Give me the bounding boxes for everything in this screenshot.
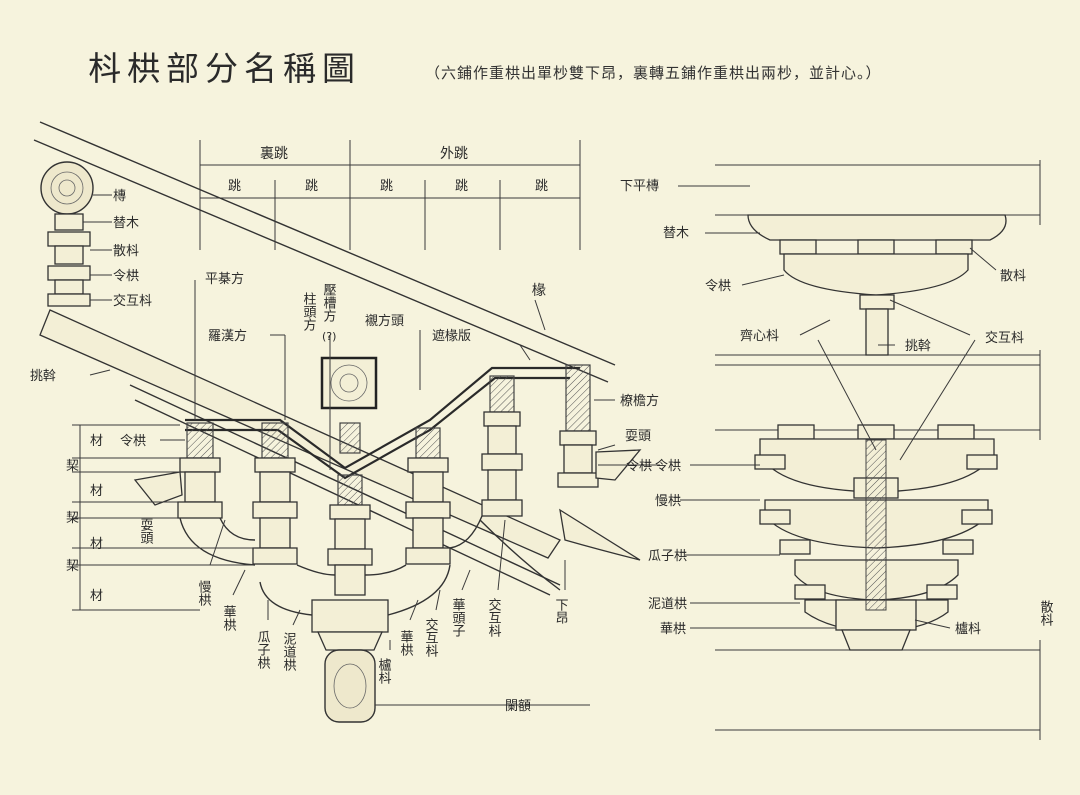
cai-4: 材 — [90, 589, 103, 604]
label-nidaogong: 泥道栱 — [281, 632, 297, 672]
hatch-block-1 — [186, 422, 214, 459]
top-dimension-lines — [199, 140, 581, 250]
label-guazigong-right: 瓜子栱 — [648, 549, 687, 564]
label-chuan: 椽 — [532, 283, 546, 299]
label-zhu-tou-fang-q: (?) — [322, 330, 336, 343]
cai-1: 材 — [90, 434, 103, 449]
label-shua-tou-left: 耍頭 — [138, 518, 154, 544]
label-luo-han-fang: 羅漢方 — [208, 328, 247, 344]
label-huagong-2: 華栱 — [398, 630, 414, 657]
label-tiaowo: 挑斡 — [30, 368, 56, 384]
label-jiaohudou-3: 交互枓 — [486, 597, 502, 637]
hatch-block-4 — [337, 474, 363, 506]
label-ping-qi-fang: 平棊方 — [205, 271, 244, 287]
right-elevation-view: 下平槫 替木 散枓 令栱 齊心枓 挑斡 交互枓 令栱 慢栱 瓜子栱 泥道栱 華栱… — [620, 160, 1053, 740]
inner-reach-label: 裏跳 — [260, 145, 288, 162]
label-zhu-tou-fang: 柱頭方 — [301, 292, 317, 332]
label-mangong: 慢栱 — [196, 579, 212, 607]
label-jiaohudou-right: 交互枓 — [985, 330, 1024, 346]
label-timu: 替木 — [113, 216, 139, 231]
left-section-view: 裏跳 外跳 跳 跳 跳 跳 跳 — [30, 121, 660, 723]
cai-2: 材 — [90, 484, 103, 499]
lan-e-log — [324, 649, 590, 723]
label-mangong-right: 慢栱 — [655, 493, 681, 509]
qi-1: 栔 — [66, 459, 79, 474]
hatch-block-6 — [489, 375, 515, 413]
label-shua-tou: 耍頭 — [625, 429, 651, 444]
tiao-label-3: 跳 — [380, 179, 393, 194]
label-guazigong: 瓜子栱 — [255, 630, 271, 670]
page-title: 枓栱部分名稱圖 — [88, 49, 361, 88]
left-shua-tou — [133, 471, 183, 506]
purlin-tuan-log — [40, 161, 94, 215]
cai-3: 材 — [90, 537, 103, 552]
label-nidaogong-right: 泥道栱 — [648, 597, 687, 612]
label-huatouzi: 華頭子 — [450, 598, 466, 637]
label-linggong: 令栱 — [113, 269, 139, 284]
label-ya-cao-fang: 壓槽方 — [321, 283, 337, 323]
label-tiaowo-right: 挑斡 — [905, 338, 931, 354]
hatch-block-3 — [339, 422, 361, 454]
label-jiaohudou: 交互枓 — [113, 293, 152, 309]
label-ludou-right: 櫨枓 — [955, 622, 981, 637]
hatch-block-7 — [565, 364, 591, 432]
label-huagong: 華栱 — [221, 605, 237, 632]
label-sandou: 散枓 — [113, 244, 139, 259]
qi-3: 栔 — [66, 559, 79, 574]
right-leader-lines — [678, 185, 997, 629]
ya-cao-fang-block — [320, 356, 378, 410]
qi-2: 栔 — [66, 511, 79, 526]
rafter-chuan — [33, 121, 616, 383]
label-zhe-chuan-ban: 遮椽版 — [432, 328, 471, 344]
page-subtitle: （六鋪作重栱出單杪雙下昂，裏轉五鋪作重栱出兩杪，並計心。） — [425, 64, 882, 82]
label-jiaohudou-2: 交互枓 — [423, 617, 439, 657]
label-qixindou: 齊心枓 — [740, 329, 779, 344]
tiao-label-4: 跳 — [455, 179, 468, 194]
bracket-columns — [177, 411, 599, 651]
cai-qi-dimension — [72, 424, 255, 611]
label-sandou-side: 散枓 — [1038, 600, 1054, 626]
label-linggong-right: 令栱 — [626, 459, 652, 474]
label-ludou: 櫨枓 — [376, 658, 392, 684]
outer-reach-label: 外跳 — [440, 146, 468, 162]
hatch-block-5 — [415, 427, 441, 459]
lower-bracket-assembly — [754, 424, 998, 651]
left-leader-lines — [83, 194, 660, 650]
label-lan-e: 闌額 — [505, 699, 531, 714]
tiao-label-2: 跳 — [305, 179, 318, 194]
label-linggong-upper: 令栱 — [705, 279, 731, 294]
label-liao-yan-fang: 橑檐方 — [620, 393, 659, 409]
label-tuan: 槫 — [113, 189, 126, 204]
upper-bracket-assembly — [747, 214, 1007, 356]
label-xiaang: 下昂 — [553, 598, 569, 624]
label-timu-right: 替木 — [663, 226, 689, 241]
hatch-block-2 — [261, 422, 289, 459]
tiao-label-5: 跳 — [535, 179, 548, 194]
label-xia-ping-tuan: 下平槫 — [620, 179, 659, 194]
left-small-bracket-stack — [47, 213, 91, 307]
label-linggong-left: 令栱 — [120, 434, 146, 449]
label-sandou-top: 散枓 — [1000, 269, 1026, 284]
label-huagong-right: 華栱 — [660, 622, 686, 637]
label-linggong-lower: 令栱 — [655, 459, 681, 474]
bracket-connection-outline — [185, 366, 580, 470]
tiao-label-1: 跳 — [228, 179, 241, 194]
label-chen-fang-tou: 襯方頭 — [365, 313, 404, 329]
